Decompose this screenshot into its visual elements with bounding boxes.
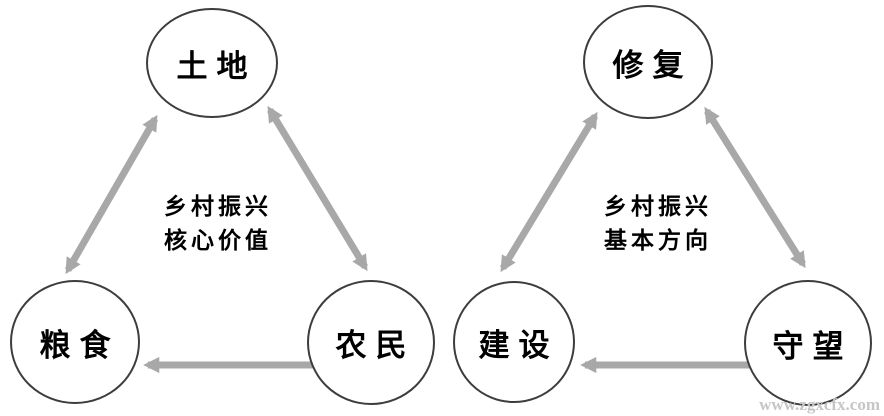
center-label-core-value-line2: 核心价值	[164, 228, 272, 254]
node-farmer-label: 农民	[335, 328, 416, 364]
node-land-label: 土地	[176, 48, 257, 85]
arrow-restoration-construction-bidirectional	[500, 111, 598, 273]
center-label-core-value: 乡村振兴 核心价值	[141, 190, 291, 258]
node-watch-label: 守望	[772, 328, 853, 365]
node-restoration: 修复	[583, 5, 713, 119]
watermark: www.zgxcfx.com	[759, 395, 880, 414]
node-watch: 守望	[744, 280, 872, 406]
arrow-land-grain-bidirectional	[64, 114, 159, 275]
node-construction-label: 建设	[478, 327, 559, 364]
arrow-land-farmer-bidirectional	[267, 105, 368, 272]
center-label-basic-direction: 乡村振兴 基本方向	[581, 190, 731, 258]
node-farmer: 农民	[307, 280, 435, 405]
node-construction: 建设	[453, 281, 575, 403]
center-label-core-value-line1: 乡村振兴	[164, 194, 272, 220]
arrow-restoration-watch-bidirectional	[704, 106, 806, 269]
node-restoration-label: 修复	[612, 47, 693, 84]
node-grain: 粮食	[10, 280, 140, 404]
node-grain-label: 粮食	[39, 327, 120, 364]
center-label-basic-direction-line2: 基本方向	[604, 228, 712, 254]
node-land: 土地	[146, 8, 278, 118]
center-label-basic-direction-line1: 乡村振兴	[604, 194, 712, 220]
